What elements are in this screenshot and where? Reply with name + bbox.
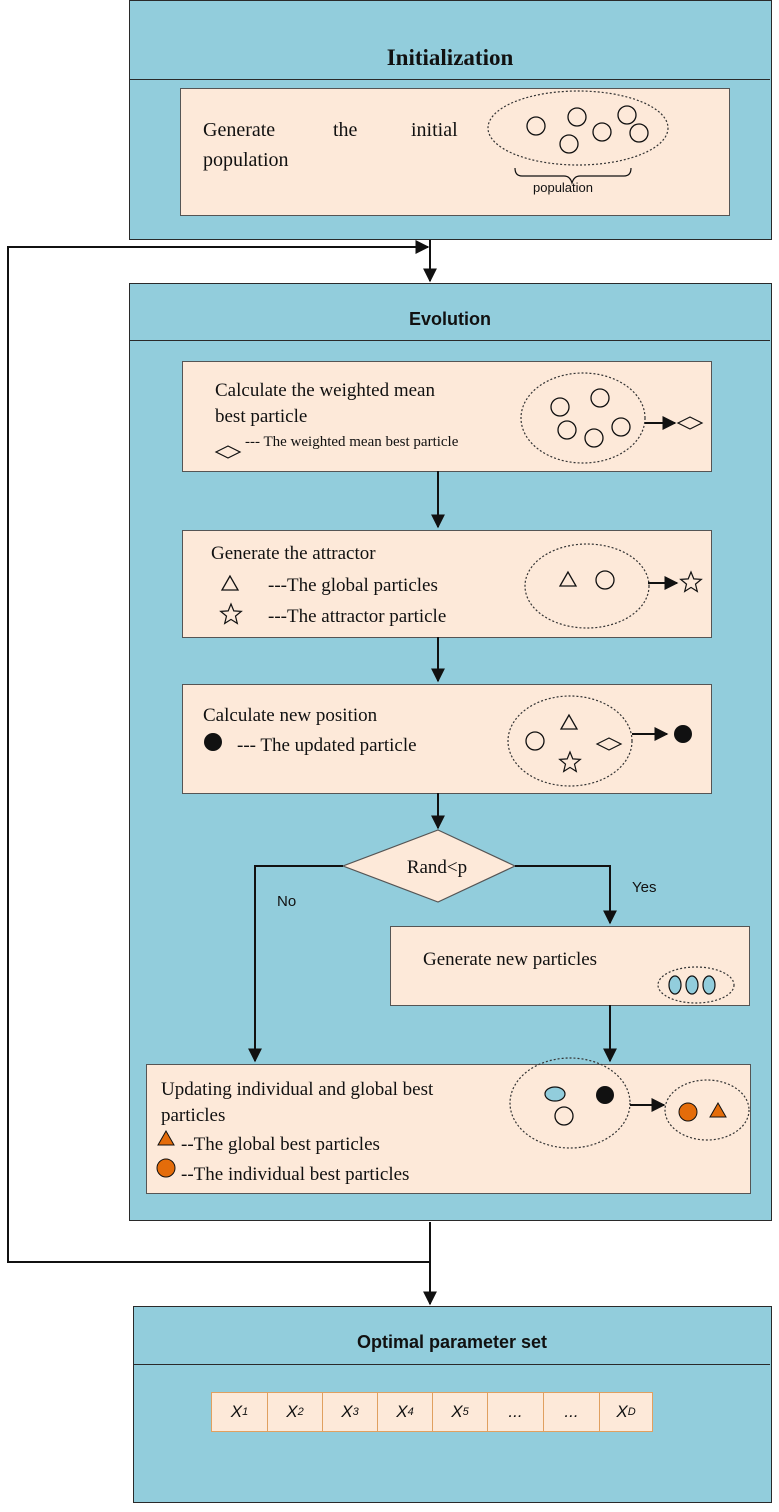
generate-new-particles-box: Generate new particles: [390, 926, 750, 1006]
updating-best-line1: Updating individual and global best: [161, 1079, 434, 1100]
new-position-legend: --- The updated particle: [237, 735, 417, 756]
parameter-x2-sub: 2: [297, 1406, 304, 1418]
init-word-generate: Generate: [203, 119, 276, 141]
parameter-x3-base: X: [341, 1402, 353, 1421]
parameter-xd-base: X: [616, 1402, 628, 1421]
parameter-x1-sub: 1: [242, 1406, 249, 1418]
parameter-x1-base: X: [230, 1402, 243, 1421]
evolution-panel: Evolution Calculate the weighted mean be…: [129, 283, 772, 1221]
init-word-initial: initial: [411, 119, 458, 141]
attractor-legend-global: ---The global particles: [268, 575, 438, 596]
optimal-divider: [134, 1364, 770, 1365]
parameter-x5-sub: 5: [462, 1406, 469, 1418]
initialization-divider: [130, 79, 770, 80]
parameter-x4-sub: 4: [407, 1406, 414, 1418]
attractor-box: Generate the attractor ---The global par…: [182, 530, 712, 638]
initialization-title: Initialization: [386, 45, 514, 70]
attractor-title: Generate the attractor: [211, 543, 376, 564]
parameter-x2-base: X: [286, 1402, 298, 1421]
parameter-cell-ellipsis-2: ...: [544, 1393, 600, 1431]
weighted-mean-line2: best particle: [215, 406, 308, 427]
updating-best-box: Updating individual and global best part…: [146, 1064, 751, 1194]
evolution-title: Evolution: [409, 309, 491, 329]
attractor-legend-attractor: ---The attractor particle: [268, 606, 447, 627]
weighted-mean-line1: Calculate the weighted mean: [215, 380, 435, 401]
population-brace-label: population: [533, 180, 593, 195]
parameter-cell-ellipsis-1: ...: [488, 1393, 544, 1431]
parameter-xd-sub: D: [627, 1406, 636, 1418]
new-position-title: Calculate new position: [203, 705, 378, 726]
weighted-mean-box: Calculate the weighted mean best particl…: [182, 361, 712, 472]
updating-best-line2: particles: [161, 1105, 226, 1126]
weighted-mean-legend: --- The weighted mean best particle: [245, 434, 459, 450]
initialization-panel: Initialization Generate the initial popu…: [129, 0, 772, 240]
parameter-ellipsis-2: ...: [564, 1402, 579, 1421]
generate-new-particles-label: Generate new particles: [423, 949, 598, 970]
updating-best-legend-individual: --The individual best particles: [181, 1164, 410, 1185]
updating-best-legend-global: --The global best particles: [181, 1134, 380, 1155]
new-position-box: Calculate new position --- The updated p…: [182, 684, 712, 794]
parameter-ellipsis-1: ...: [508, 1402, 523, 1421]
generate-population-box: Generate the initial population populati…: [180, 88, 730, 216]
optimal-title: Optimal parameter set: [356, 1332, 548, 1352]
init-word-the: the: [333, 119, 358, 141]
parameter-x3-sub: 3: [352, 1406, 359, 1418]
parameter-x5-base: X: [451, 1402, 463, 1421]
init-word-population: population: [203, 149, 289, 171]
parameter-x4-base: X: [396, 1402, 408, 1421]
evolution-divider: [130, 340, 770, 341]
